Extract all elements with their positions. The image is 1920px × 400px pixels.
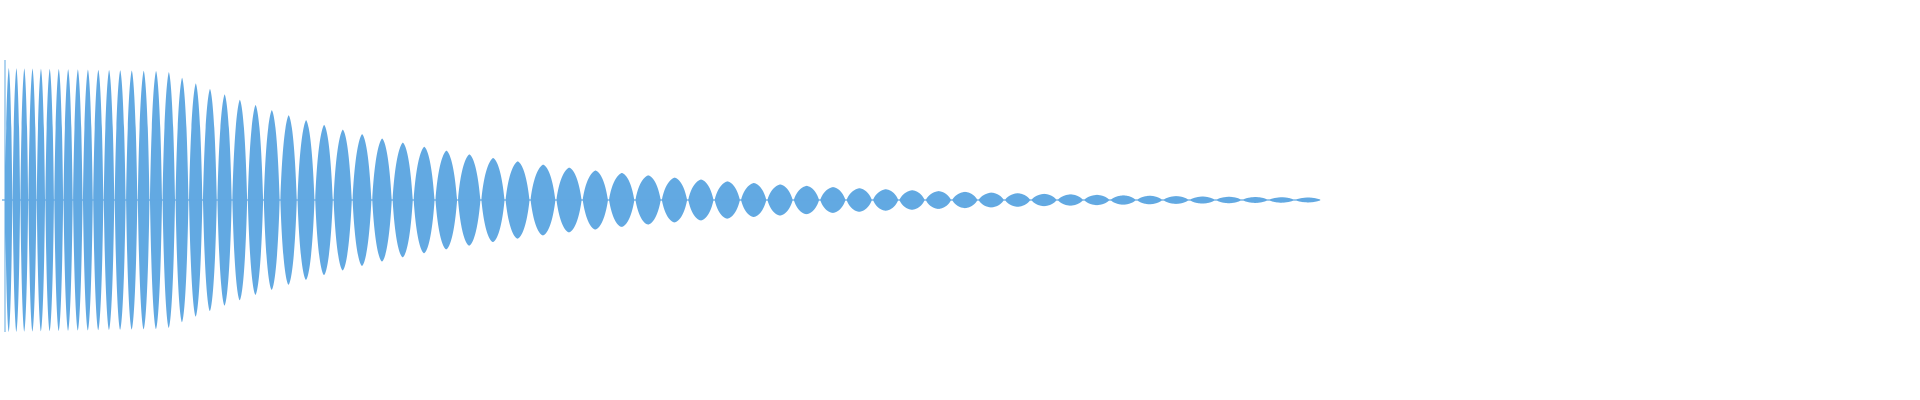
waveform-lobes: [2, 60, 1321, 332]
